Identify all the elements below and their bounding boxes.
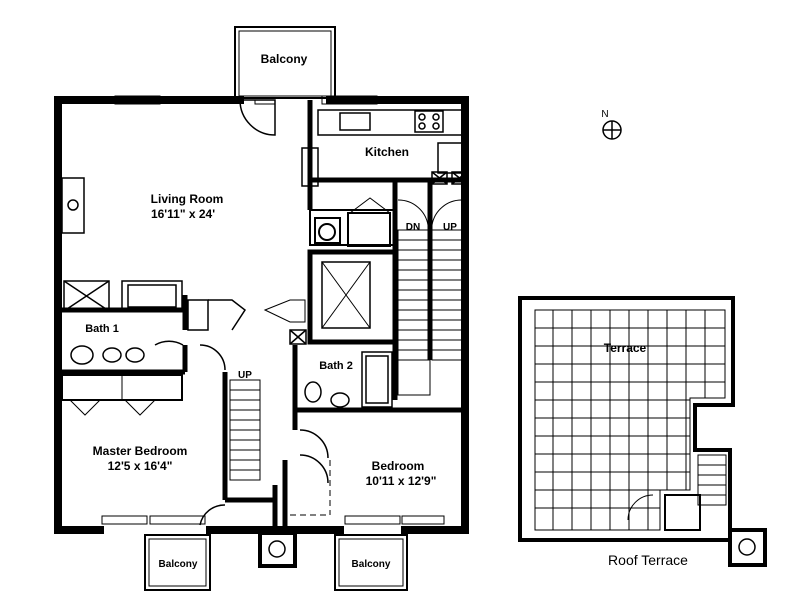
compass-north-label: N [601,109,608,120]
terrace-stairs [627,454,727,531]
terrace-outline [518,296,735,542]
terrace-label: Terrace [604,341,647,355]
balcony-bottom-left-label: Balcony [159,559,198,570]
closets [431,171,468,185]
master-bedroom-label: Master Bedroom [93,444,188,458]
windows [101,95,445,525]
kitchen-label: Kitchen [365,145,409,159]
main-stairs [397,199,465,396]
bedroom-dims: 10'11 x 12'9" [366,474,437,488]
balcony-door [239,99,276,136]
living-room-dims: 16'11" x 24' [151,207,215,221]
kitchen-counter [301,109,464,187]
duct-terrace [728,528,767,567]
terrace-grid [534,309,726,531]
roof-terrace-label: Roof Terrace [608,552,688,568]
bath1-label: Bath 1 [85,323,119,335]
balcony-bottom-right [334,534,408,591]
duct-left [258,531,297,568]
stairs-dn-label: DN [406,222,420,233]
balcony-top-label: Balcony [261,52,308,66]
master-closets [61,374,183,416]
doors [199,344,331,526]
stairs-up-label: UP [443,222,457,233]
living-room-label: Living Room [151,192,224,206]
master-bedroom-dims: 12'5 x 16'4" [108,459,173,473]
bath1-fixtures [63,280,247,365]
bedroom-label: Bedroom [372,459,425,473]
secondary-stairs [229,379,261,481]
utility-block [307,197,398,345]
balcony-bottom-right-label: Balcony [352,559,391,570]
bath2-fixtures [263,299,393,408]
bath2-label: Bath 2 [319,360,353,372]
balcony-top [234,26,336,99]
compass-icon [602,120,622,140]
fireplace [61,177,85,234]
balcony-bottom-left [144,534,211,591]
stairs-up-left-label: UP [238,370,252,381]
